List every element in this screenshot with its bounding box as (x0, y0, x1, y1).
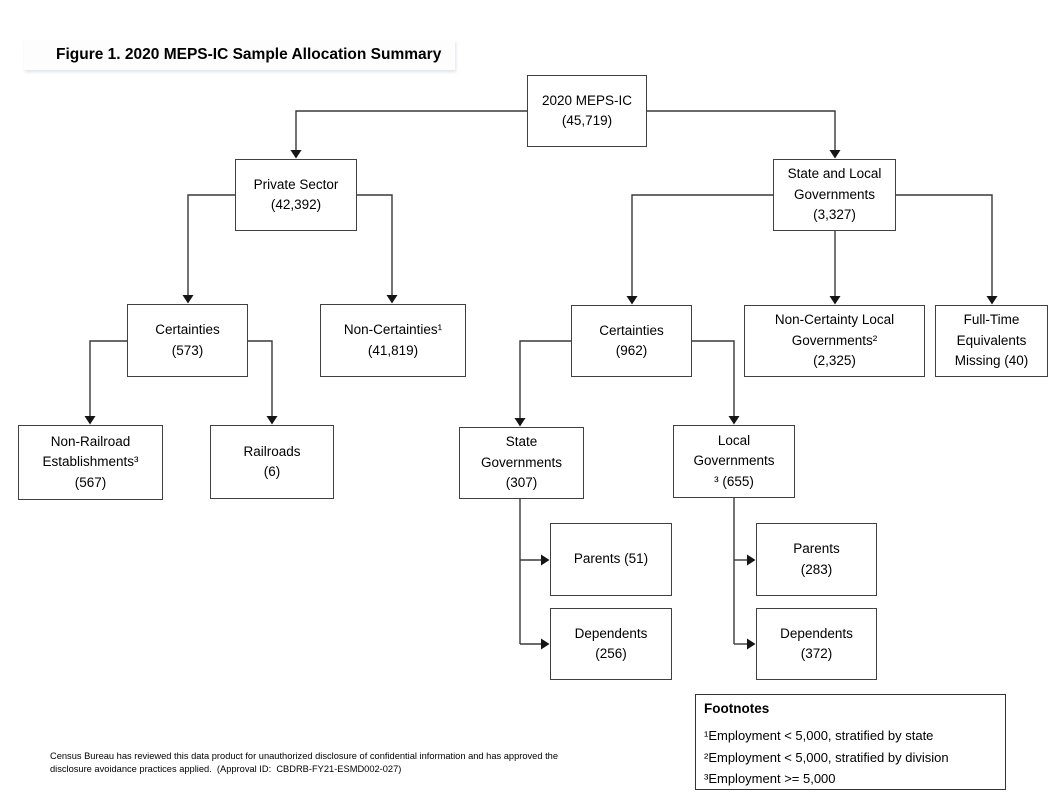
disclaimer-text: Census Bureau has reviewed this data pro… (50, 751, 559, 774)
node-private-sector: Private Sector(42,392) (235, 159, 357, 231)
footnotes-box: Footnotes ¹Employment < 5,000, stratifie… (695, 694, 1006, 790)
footnotes-lines: ¹Employment < 5,000, stratified by state… (704, 728, 949, 786)
node-non-certainties: Non-Certainties¹(41,819) (320, 304, 466, 377)
figure-title-text: Figure 1. 2020 MEPS-IC Sample Allocation… (56, 46, 442, 63)
node-state-parents: Parents (51) (550, 523, 672, 596)
node-state-dependents: Dependents(256) (550, 608, 672, 680)
footnotes-header: Footnotes (704, 701, 770, 716)
figure-title: Figure 1. 2020 MEPS-IC Sample Allocation… (24, 40, 455, 70)
node-railroads: Railroads(6) (210, 425, 334, 499)
node-local-dependents: Dependents(372) (756, 608, 877, 680)
node-slg-certainties: Certainties(962) (571, 305, 692, 377)
node-private-certainties: Certainties(573) (127, 304, 248, 377)
node-local-parents: Parents(283) (756, 523, 877, 596)
node-2020-meps-ic: 2020 MEPS-IC(45,719) (527, 75, 647, 147)
arrowheads (84, 150, 998, 650)
